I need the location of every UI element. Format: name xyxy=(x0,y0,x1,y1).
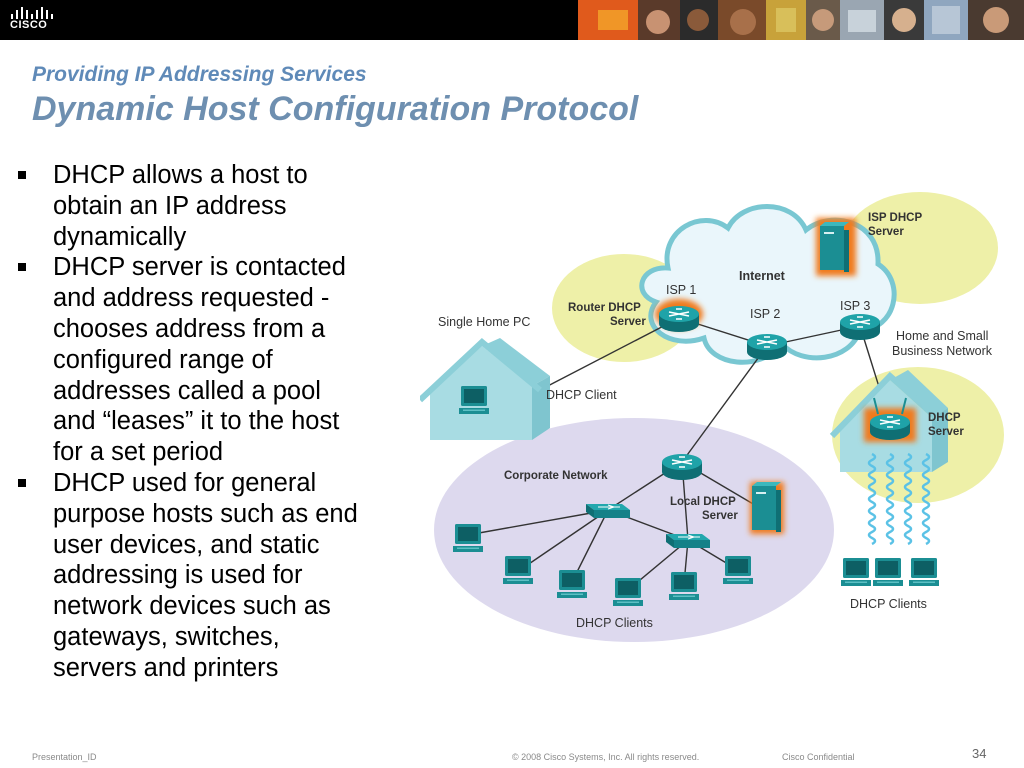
footer-copyright: © 2008 Cisco Systems, Inc. All rights re… xyxy=(512,752,700,762)
wireless-client-pc-icon xyxy=(909,558,939,586)
home-dhcp-router-icon xyxy=(869,397,911,441)
header-bar: CISCO xyxy=(0,0,1024,40)
slide-title: Dynamic Host Configuration Protocol xyxy=(32,90,639,128)
wireless-client-pc-icon xyxy=(873,558,903,586)
label-dhcp-client: DHCP Client xyxy=(546,388,617,402)
label-home-small-2: Business Network xyxy=(892,344,993,358)
bullet-square-icon xyxy=(18,171,26,179)
isp3-router-icon xyxy=(839,313,881,341)
logo-text: CISCO xyxy=(10,19,48,31)
bullet-item: DHCP allows a host to obtain an IP addre… xyxy=(18,160,368,252)
corporate-pc-icon xyxy=(613,578,643,606)
corporate-pc-icon xyxy=(669,572,699,600)
corporate-pc-icon xyxy=(557,570,587,598)
bullet-text: DHCP used for general purpose hosts such… xyxy=(53,468,358,682)
corporate-router-icon xyxy=(661,453,703,481)
label-router-dhcp-1: Router DHCP xyxy=(568,302,641,314)
label-local-dhcp-2: Server xyxy=(702,510,738,522)
corporate-switch-1-icon xyxy=(585,503,631,519)
label-isp3: ISP 3 xyxy=(840,299,870,313)
bullet-item: DHCP server is contacted and address req… xyxy=(18,252,368,468)
label-router-dhcp-2: Server xyxy=(610,316,646,328)
slide-subtitle: Providing IP Addressing Services xyxy=(32,63,367,86)
corporate-switch-2-icon xyxy=(665,533,711,549)
label-isp-dhcp-2: Server xyxy=(868,226,904,238)
header-photo-strip xyxy=(578,0,1024,40)
dhcp-network-diagram: Internet ISP 1 ISP 2 ISP 3 ISP DHCP Serv… xyxy=(420,192,1004,642)
page-number: 34 xyxy=(972,746,987,761)
isp2-router-icon xyxy=(746,333,788,361)
bullet-square-icon xyxy=(18,263,26,272)
bullet-list: DHCP allows a host to obtain an IP addre… xyxy=(18,160,368,684)
label-corporate-network: Corporate Network xyxy=(504,470,608,482)
cisco-logo-icon xyxy=(11,7,53,19)
footer-confidential: Cisco Confidential xyxy=(782,752,855,762)
label-isp2: ISP 2 xyxy=(750,307,780,321)
router-dhcp-server-icon xyxy=(658,305,700,333)
label-home-small-1: Home and Small xyxy=(896,329,988,343)
corporate-network-area xyxy=(434,418,834,642)
corporate-pc-icon xyxy=(723,556,753,584)
label-local-dhcp-1: Local DHCP xyxy=(670,496,736,508)
wireless-client-pc-icon xyxy=(841,558,871,586)
corporate-pc-icon xyxy=(503,556,533,584)
footer-presentation-id: Presentation_ID xyxy=(32,752,97,762)
label-isp-dhcp-1: ISP DHCP xyxy=(868,212,922,224)
label-home-dhcp-1: DHCP xyxy=(928,412,961,424)
label-single-home-pc: Single Home PC xyxy=(438,315,530,329)
label-dhcp-clients-right: DHCP Clients xyxy=(850,597,927,611)
corporate-pc-icon xyxy=(453,524,483,552)
bullet-item: DHCP used for general purpose hosts such… xyxy=(18,468,368,684)
label-dhcp-clients-corp: DHCP Clients xyxy=(576,616,653,630)
single-home-pc-icon xyxy=(459,386,489,414)
bullet-square-icon xyxy=(18,478,26,487)
label-home-dhcp-2: Server xyxy=(928,426,964,438)
label-isp1: ISP 1 xyxy=(666,283,696,297)
bullet-text: DHCP server is contacted and address req… xyxy=(53,253,346,467)
label-internet: Internet xyxy=(739,269,786,283)
bullet-text: DHCP allows a host to obtain an IP addre… xyxy=(53,161,308,251)
